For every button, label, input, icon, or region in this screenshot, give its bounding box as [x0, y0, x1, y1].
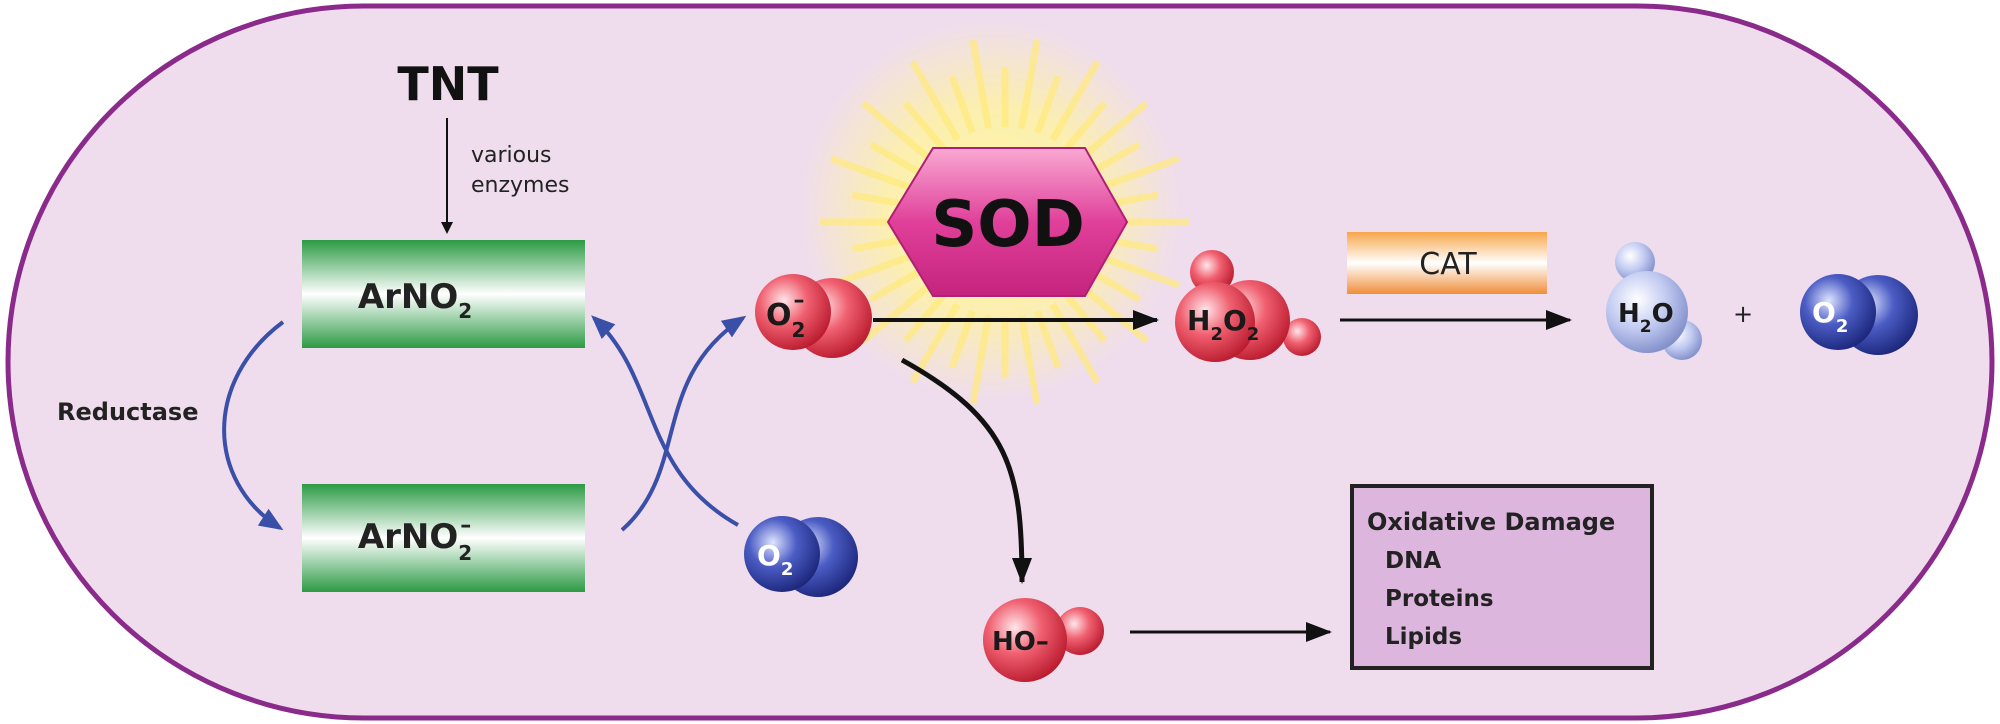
damage-item-dna: DNA — [1385, 548, 1441, 574]
sod-ray — [1018, 39, 1041, 130]
sod-ray — [1063, 101, 1108, 152]
water-molecule: H2O — [1606, 242, 1702, 360]
h2o2-h-atom-right — [1283, 318, 1321, 356]
sod-enzyme: SOD — [800, 20, 1190, 405]
arno2-radical-label: ArNO2– — [358, 513, 472, 565]
sod-ray — [902, 292, 947, 343]
product-o2-molecule: O2 — [1800, 274, 1918, 355]
various-enzymes-label-line2: enzymes — [471, 173, 569, 198]
sod-ray — [1063, 292, 1108, 343]
reductase-label: Reductase — [57, 398, 198, 426]
sod-ray — [948, 75, 976, 134]
sod-ray — [861, 280, 935, 344]
sod-ray — [869, 141, 925, 178]
reactant-o2-molecule: O2 — [744, 516, 858, 597]
cat-label: CAT — [1419, 247, 1477, 282]
sod-ray — [969, 314, 992, 405]
superoxide-label: O2– — [766, 288, 805, 342]
sod-ray — [861, 100, 935, 164]
h2o2-molecule: H2O2 — [1175, 250, 1321, 362]
sod-ray — [1093, 251, 1181, 289]
sod-ray — [1075, 280, 1149, 344]
water-o-atom — [1606, 271, 1688, 353]
o2-to-arno2-arrow — [591, 315, 739, 527]
reactant-o2-atom-left — [744, 516, 820, 592]
superoxide-atom-left — [755, 274, 831, 350]
damage-item-proteins: Proteins — [1385, 586, 1494, 612]
hydroxyl-h-atom — [1056, 607, 1104, 655]
sod-ray — [1093, 155, 1181, 193]
hydroxyl-molecule: HO– — [983, 598, 1104, 682]
arno2-radical-to-superoxide-arrow — [620, 315, 747, 532]
sod-ray — [909, 60, 961, 142]
sod-ray — [869, 266, 925, 303]
plus-sign: + — [1733, 300, 1753, 328]
cat-bar — [1347, 232, 1547, 294]
sod-ray — [969, 39, 992, 130]
hydroxyl-o-atom — [983, 598, 1067, 682]
sod-ray — [829, 155, 917, 193]
superoxide-molecule: O2– — [755, 274, 872, 358]
sod-ray — [1049, 302, 1101, 384]
product-o2-label: O2 — [1812, 296, 1848, 337]
superoxide-to-hydroxyl-arrow — [900, 357, 1032, 584]
sod-ray — [1018, 314, 1041, 405]
arno2-bar — [302, 240, 585, 348]
arno2-label: ArNO2 — [358, 277, 472, 323]
sod-ray — [1049, 60, 1101, 142]
damage-box-frame — [1350, 484, 1654, 670]
arno2-radical-bar — [302, 484, 585, 592]
various-enzymes-label-line1: various — [471, 143, 552, 168]
product-o2-atom-left — [1800, 274, 1876, 350]
h2o2-label: H2O2 — [1187, 304, 1259, 345]
damage-box-title: Oxidative Damage — [1367, 508, 1615, 536]
sod-ray — [902, 101, 947, 152]
sod-label: SOD — [931, 188, 1085, 262]
reductase-arrow — [222, 320, 285, 531]
sod-hexagon — [886, 147, 1129, 297]
sod-ray — [1075, 100, 1149, 164]
damage-item-lipids: Lipids — [1385, 624, 1462, 650]
oxidative-damage-box: Oxidative Damage DNA Proteins Lipids — [1350, 484, 1654, 670]
sod-ray — [829, 251, 917, 289]
h2o2-o-atom-left — [1175, 282, 1255, 362]
water-label: H2O — [1618, 299, 1674, 337]
sod-ray — [1034, 75, 1062, 134]
reactant-o2-label: O2 — [757, 539, 793, 580]
tnt-label: TNT — [397, 57, 499, 111]
hydroxyl-label: HO– — [992, 627, 1049, 657]
